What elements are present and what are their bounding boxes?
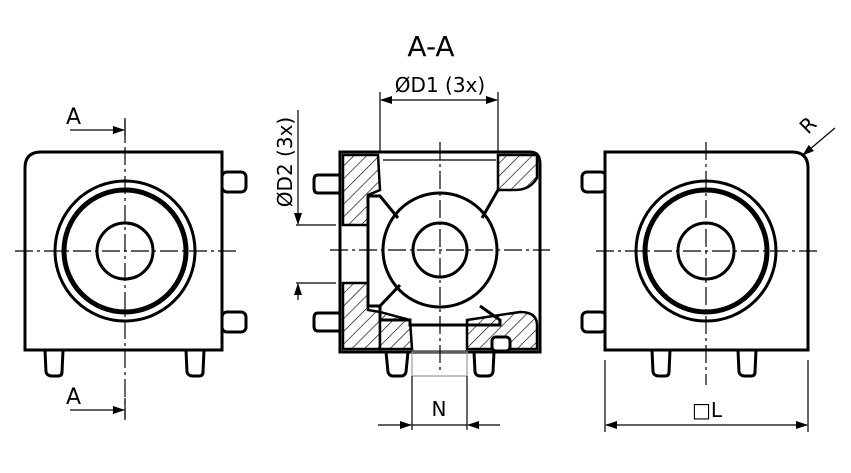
pin xyxy=(650,349,672,378)
dimension-d2: ØD2 (3x) xyxy=(273,117,297,207)
pin xyxy=(184,349,206,378)
right-view: □L R xyxy=(580,112,836,432)
dimension-r: R xyxy=(795,112,822,139)
section-title: A-A xyxy=(407,30,454,63)
dimension-d1: ØD1 (3x) xyxy=(395,73,485,97)
section-mark: A xyxy=(66,385,81,410)
pin xyxy=(472,351,496,378)
left-view: A A xyxy=(15,105,248,420)
dimension-n: N xyxy=(432,397,447,421)
pin xyxy=(220,310,248,334)
section-mark: A xyxy=(66,105,81,130)
section-view: A-A ØD1 (3x) ØD2 (3x) xyxy=(273,30,550,430)
dimension-l: □L xyxy=(692,398,723,422)
pin xyxy=(312,311,340,333)
pin xyxy=(220,170,248,194)
pin xyxy=(580,310,608,334)
pin xyxy=(580,170,608,194)
pin xyxy=(43,349,65,378)
pin xyxy=(384,351,410,378)
pin xyxy=(736,349,758,378)
pin xyxy=(312,173,340,195)
